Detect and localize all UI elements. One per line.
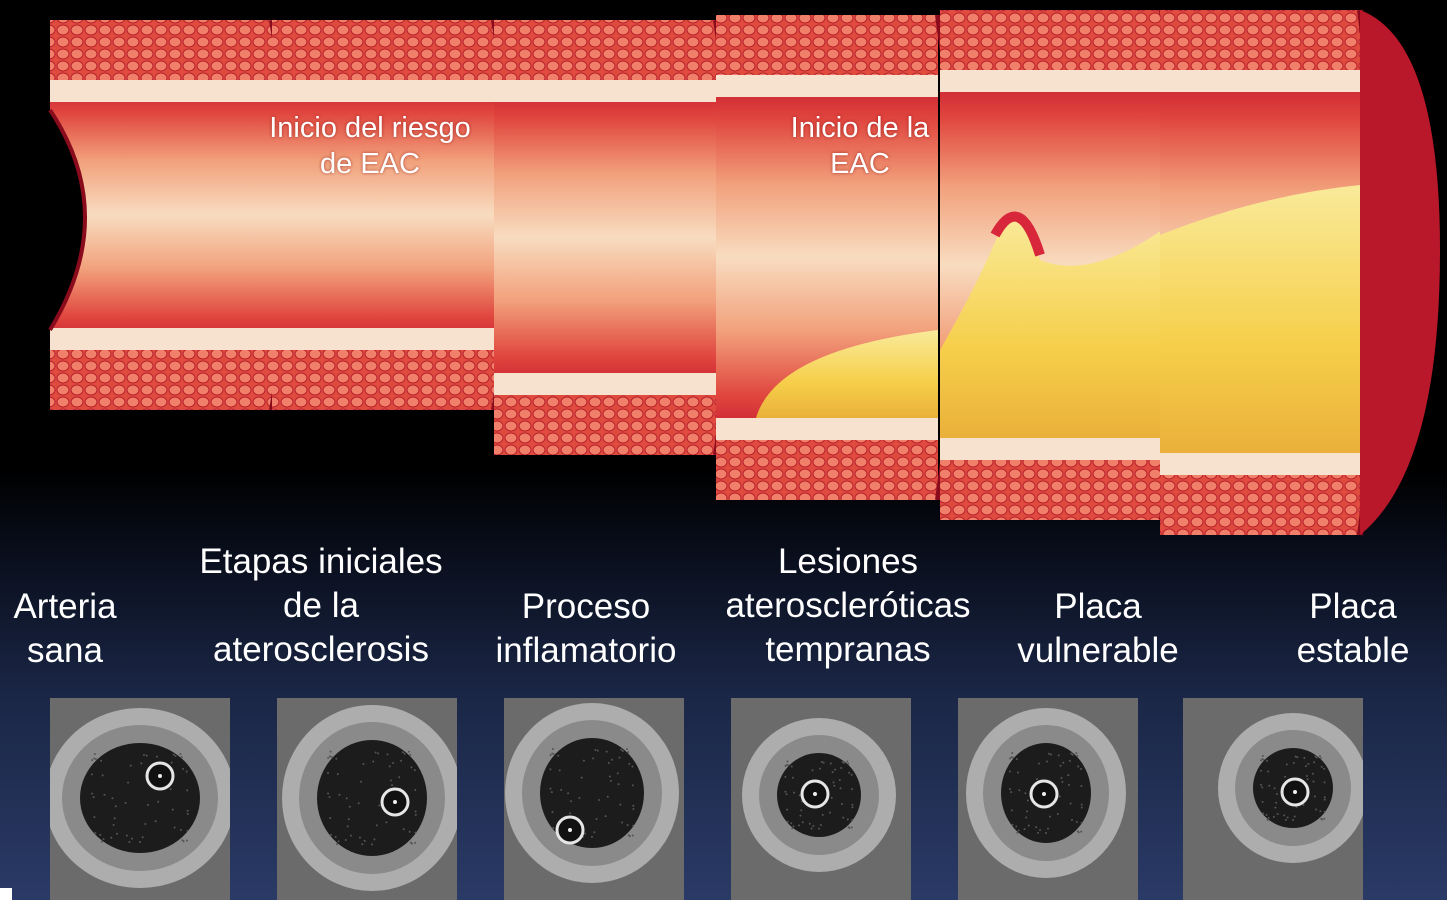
stage-label-early: Etapas iniciales de la aterosclerosis bbox=[175, 540, 467, 672]
artery-segment bbox=[1160, 10, 1378, 535]
ivus-image-vulnerable bbox=[958, 698, 1138, 900]
ivus-image-inflammatory bbox=[504, 698, 684, 900]
artery-segment bbox=[494, 20, 734, 455]
stage-label-early-lesions: Lesiones ateroscleróticas tempranas bbox=[706, 540, 990, 672]
ivus-image-early bbox=[277, 698, 457, 900]
artery-segment bbox=[272, 20, 512, 410]
artery-segment bbox=[716, 15, 956, 500]
ivus-image-stable bbox=[1183, 698, 1363, 900]
stage-label-inflammatory: Proceso inflamatorio bbox=[480, 585, 692, 673]
stage-label-vulnerable: Placa vulnerable bbox=[1000, 585, 1196, 673]
stage-label-stable: Placa estable bbox=[1280, 585, 1426, 673]
artery-end-cap bbox=[1360, 10, 1440, 535]
artery-progression-illustration bbox=[0, 0, 1447, 540]
stage-label-healthy: Arteria sana bbox=[0, 585, 130, 673]
ivus-image-early-lesions bbox=[731, 698, 911, 900]
disease-onset-label: Inicio de la EAC bbox=[760, 110, 960, 182]
ivus-image-healthy bbox=[50, 698, 230, 900]
artery-segment bbox=[940, 10, 1180, 520]
risk-onset-label: Inicio del riesgo de EAC bbox=[250, 110, 490, 182]
corner-mark bbox=[0, 888, 12, 900]
artery-segments bbox=[50, 10, 1440, 535]
